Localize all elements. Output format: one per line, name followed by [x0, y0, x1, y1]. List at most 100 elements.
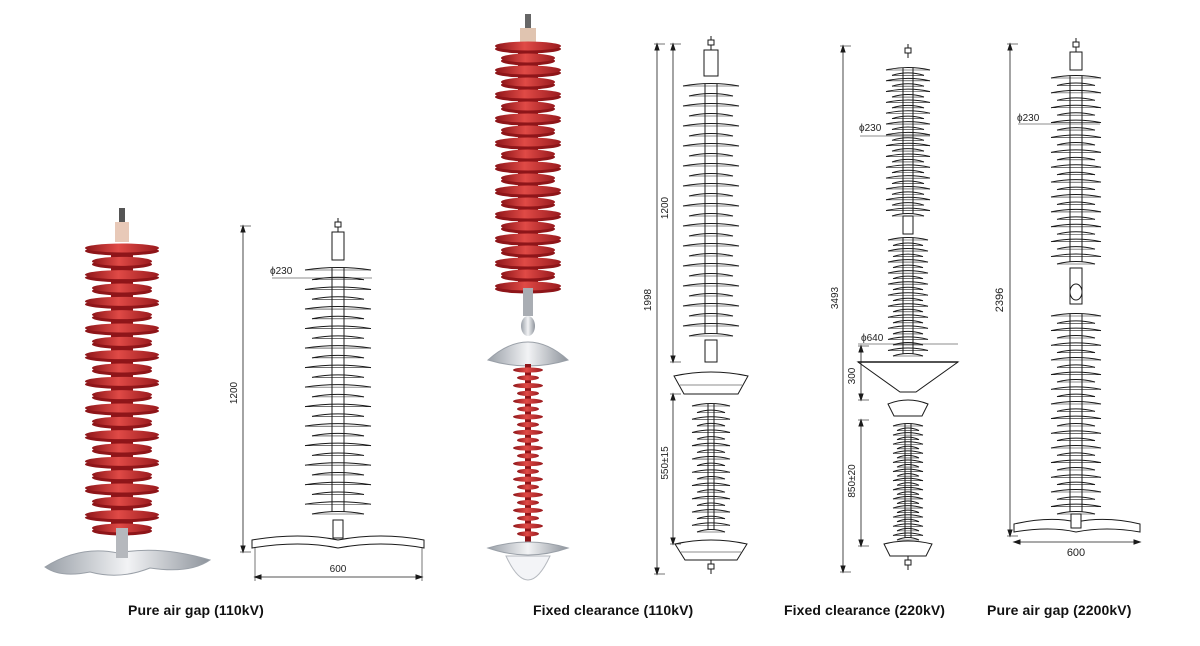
shed-outline: [311, 491, 365, 495]
shed-outline: [696, 515, 726, 520]
shed-outline: [1050, 179, 1102, 183]
shed-outline: [887, 303, 929, 307]
shed-outline: [892, 330, 924, 335]
shed-outline: [885, 196, 931, 201]
arrow-head: [858, 418, 864, 427]
dim-base-width-label: 600: [1067, 547, 1085, 559]
shed-outline: [1056, 141, 1096, 146]
lower-shed: [517, 437, 539, 443]
shed-outline: [696, 529, 726, 533]
joint-ball: [1069, 283, 1083, 301]
shed-outline: [885, 185, 931, 190]
lower-shed: [517, 531, 539, 537]
shed-outline: [885, 164, 931, 168]
shed-outline: [304, 501, 372, 505]
shed-outline: [892, 275, 924, 280]
shed-outline: [1050, 238, 1102, 243]
arrow-head: [840, 565, 846, 574]
shed-outline: [1056, 423, 1096, 427]
base-electrode-drawing: [251, 535, 425, 549]
shed-outline: [896, 500, 920, 504]
shed-outline: [1056, 186, 1096, 191]
shed-outline: [688, 293, 734, 297]
shed-outline: [1056, 201, 1096, 205]
shed-outline: [682, 183, 740, 187]
shed-outline: [304, 403, 372, 408]
shed-outline: [1050, 223, 1102, 228]
shed-outline: [891, 148, 925, 152]
shed-outline: [896, 445, 920, 450]
shed-outline: [1050, 313, 1102, 317]
arrow-head: [240, 224, 246, 233]
shed-outline: [688, 313, 734, 317]
lower-shed: [517, 422, 539, 428]
grading-ring: [674, 539, 748, 561]
shed-outline: [1050, 164, 1102, 168]
terminal-nut: [904, 47, 912, 54]
shed-outline: [896, 537, 920, 541]
shed-outline: [1056, 261, 1096, 265]
shed-outline: [682, 243, 740, 247]
shed-outline: [1050, 445, 1102, 449]
shed-outline: [1056, 437, 1096, 442]
shed-outline: [696, 475, 726, 480]
shed-outline: [891, 83, 925, 87]
lower-shed: [513, 445, 543, 451]
lower-electrode-globe: [505, 555, 551, 581]
shed-outline: [311, 276, 365, 281]
arrow-head: [240, 545, 246, 554]
dim-ring-height-label: 300: [847, 367, 858, 384]
insulator-shed: [92, 256, 152, 266]
top-fitting: [703, 49, 719, 77]
insulator-shed: [501, 173, 555, 183]
shed-outline: [311, 413, 365, 417]
shed-outline: [885, 121, 931, 125]
shed-outline: [896, 436, 920, 441]
arrow-head: [654, 42, 660, 51]
lower-shed: [517, 515, 539, 521]
shed-outline: [311, 511, 365, 515]
shed-outline: [688, 153, 734, 157]
shed-outline: [691, 509, 731, 513]
shed-outline: [891, 72, 925, 76]
insulator-shed: [85, 483, 159, 493]
shed-outline: [682, 123, 740, 127]
shed-outline: [1056, 216, 1096, 220]
top-fitting: [331, 231, 345, 261]
cone-grading-ring: [856, 361, 960, 393]
arrow-head: [1012, 539, 1021, 545]
lower-shed: [513, 461, 543, 467]
terminal-nut: [334, 221, 342, 228]
shed-outline: [1050, 194, 1102, 198]
arrow-head: [253, 574, 262, 580]
arrow-head: [654, 567, 660, 576]
top-cap: [520, 28, 536, 42]
shed-outline: [304, 384, 372, 388]
dim-total-label: 3493: [830, 286, 841, 309]
arrow-head: [1007, 529, 1013, 538]
shed-outline: [891, 137, 925, 141]
shed-outline: [896, 527, 920, 532]
insulator-shed: [85, 296, 159, 306]
shed-outline: [682, 323, 740, 327]
shed-outline: [1050, 104, 1102, 109]
shed-outline: [682, 223, 740, 227]
shed-outline: [1050, 459, 1102, 464]
shed-outline: [896, 464, 920, 468]
shed-outline: [892, 432, 924, 436]
shed-outline: [682, 263, 740, 267]
shed-outline: [1056, 156, 1096, 161]
shed-outline: [885, 110, 931, 114]
shed-outline: [691, 456, 731, 460]
shed-outline: [887, 248, 929, 252]
shed-outline: [892, 319, 924, 324]
insulator-shed: [92, 470, 152, 480]
shed-outline: [892, 423, 924, 427]
shed-outline: [691, 442, 731, 447]
dim-shed-diameter-label: ϕ230: [859, 123, 882, 134]
insulator-shed: [501, 77, 555, 87]
shed-outline: [311, 315, 365, 320]
shed-outline: [885, 99, 931, 103]
shed-outline: [688, 233, 734, 237]
shed-outline: [304, 267, 372, 271]
